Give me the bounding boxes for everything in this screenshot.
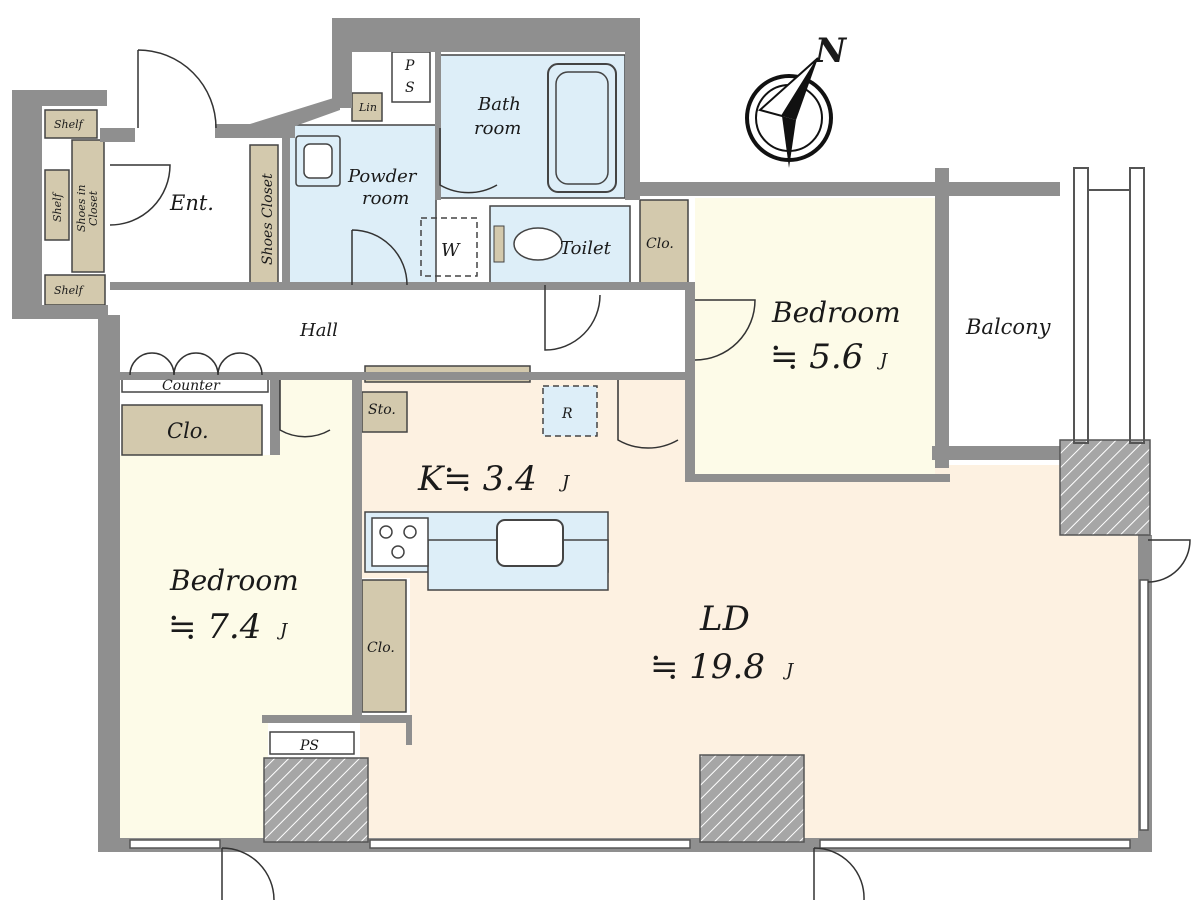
linen-label: Lin: [358, 101, 377, 114]
washer-label: W: [441, 240, 461, 261]
ps-top: [391, 51, 431, 103]
hall-floor: [110, 290, 695, 375]
shelf-top-label: Shelf: [54, 118, 85, 131]
hall-label: Hall: [299, 320, 338, 341]
bedroom-left-unit: J: [276, 620, 289, 641]
refrigerator-label: R: [561, 406, 573, 422]
pillar-bottom-left: [263, 757, 369, 843]
bedroom-left-floor: [120, 378, 352, 838]
shoes-in-closet: [71, 139, 105, 273]
storage-label: Sto.: [368, 402, 396, 418]
wet-areas: [287, 54, 631, 591]
bedroom-right-label: Bedroom: [771, 296, 901, 329]
labels: Ent. Shoes Closet Shoes in Closet Shelf …: [51, 58, 1052, 754]
bedroom-left-label: Bedroom: [169, 564, 299, 597]
shelf-mid-label: Shelf: [51, 191, 64, 222]
burner: [391, 545, 405, 559]
storage-areas: [44, 51, 689, 755]
ld-floor: [360, 380, 1140, 838]
compass-north-label: N: [814, 31, 848, 71]
floors: [110, 140, 1140, 838]
entrance-floor: [110, 140, 250, 290]
doors: [109, 49, 1191, 900]
ld-area: ≒ 19.8: [650, 647, 765, 687]
closet-left-label: Clo.: [167, 419, 209, 443]
kitchen-sink: [496, 519, 564, 567]
bath-label-2: room: [474, 118, 521, 139]
ps-bottom-label: PS: [299, 738, 319, 754]
bathtub-inner: [555, 71, 609, 185]
ld-unit: J: [782, 660, 795, 681]
pillar-bottom-middle: [699, 754, 805, 843]
bedroom-right-floor: [695, 198, 935, 476]
kitchen-area: K≒ 3.4: [417, 459, 537, 499]
shelf-mid: [44, 169, 70, 241]
toilet-bowl: [513, 227, 563, 261]
sink-bowl: [303, 143, 333, 179]
refrigerator-space: [542, 385, 598, 437]
closet-left: [121, 404, 263, 456]
toilet-label: Toilet: [560, 238, 612, 259]
windows: [129, 579, 1149, 849]
burner: [403, 525, 417, 539]
kitchen-unit: J: [558, 472, 571, 493]
ps-bottom: [269, 731, 355, 755]
shelf-bottom: [44, 274, 106, 306]
shelf-top: [44, 109, 98, 139]
ps-top-label-2: S: [405, 80, 415, 96]
shoes-in-closet-label-2: Closet: [87, 190, 100, 226]
ld-label: LD: [699, 599, 750, 639]
bathtub: [547, 63, 617, 193]
powder-label-1: Powder: [347, 166, 418, 187]
washer-space: [420, 217, 478, 277]
closet-toilet: [639, 199, 689, 285]
compass-icon: N: [745, 31, 848, 168]
cooktop: [371, 517, 429, 567]
bedroom-right-unit: J: [876, 350, 889, 371]
counter-label: Counter: [162, 378, 221, 394]
toilet-tank: [493, 225, 505, 263]
shoes-closet-label: Shoes Closet: [260, 173, 276, 265]
shoes-closet: [249, 144, 279, 286]
bath-label-1: Bath: [477, 94, 521, 115]
bedroom-left-area: ≒ 7.4: [168, 607, 261, 647]
balcony-railing: [1073, 167, 1145, 444]
bedroom-right-area: ≒ 5.6: [770, 337, 863, 377]
pillar-right: [1059, 439, 1151, 536]
ps-top-label-1: P: [404, 58, 415, 74]
balcony-floor: [948, 198, 1060, 446]
burner: [379, 525, 393, 539]
entrance-label: Ent.: [169, 191, 214, 215]
closet-toilet-label: Clo.: [646, 236, 674, 252]
closet-bedroom: [361, 579, 407, 713]
shoes-in-closet-label-1: Shoes in: [75, 185, 88, 233]
shelf-bottom-label: Shelf: [54, 284, 85, 297]
balcony-label: Balcony: [965, 315, 1052, 339]
powder-label-2: room: [362, 188, 409, 209]
closet-bedroom-label: Clo.: [367, 640, 395, 656]
